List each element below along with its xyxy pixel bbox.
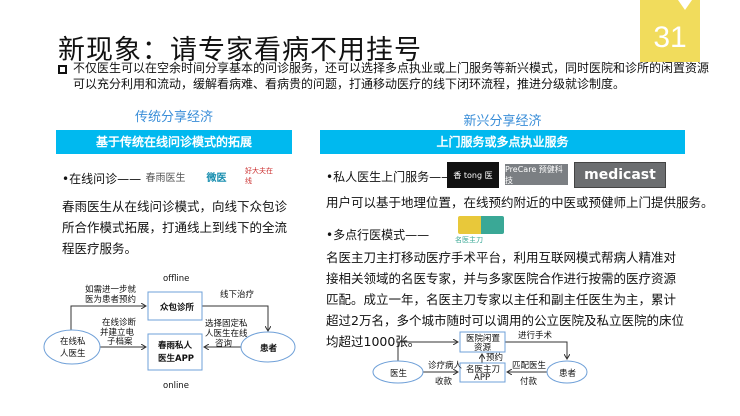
arrow-to-clinic: [70, 306, 146, 331]
edge-label: 线下治疗: [220, 289, 255, 300]
edge-label: 诊疗病人: [428, 360, 463, 371]
haodf-logo: 好大夫在线: [245, 167, 273, 185]
arrow-to-resources: [397, 342, 458, 361]
app-label-2: APP: [474, 373, 490, 383]
medicast-logo: medicast: [574, 162, 666, 188]
app-label-2: 医生APP: [158, 353, 194, 364]
chunyu-logo: 春雨医生: [145, 172, 186, 184]
app-label-1: 春雨私人: [157, 340, 193, 351]
edge-label: 选择固定私: [205, 318, 248, 329]
doctor-label-2: 人医生: [60, 348, 86, 359]
patient-ellipse: [240, 331, 296, 363]
edge-label: 进行手术: [518, 330, 553, 341]
resources-box: [459, 331, 506, 353]
patient-ellipse: [546, 360, 588, 384]
edge-label: 在线诊断: [102, 317, 137, 328]
app-label-1: 名医主刀: [466, 364, 500, 375]
patient-label: 患者: [260, 343, 278, 354]
left-heading: 传统分享经济: [134, 110, 213, 125]
home-visit-text: 用户可以基于地理位置，在线预约附近的中医或预健师上门提供服务。: [326, 195, 714, 210]
clinic-label: 众包诊所: [160, 302, 195, 313]
edge-label: 子档案: [107, 336, 133, 347]
edge-label: 收款: [435, 376, 453, 387]
edge-label: 医为患者预约: [85, 294, 136, 305]
right-banner: 上门服务或多点执业服务: [320, 130, 685, 154]
doctor-ellipse: [372, 360, 424, 384]
intro-text: 不仅医生可以在空余时间分享基本的问诊服务，还可以选择多点执业或上门服务等新兴模式…: [73, 61, 710, 91]
edge-label: 付款: [520, 376, 538, 387]
arrow-to-patient: [202, 305, 268, 331]
doctor-ellipse: [43, 329, 101, 365]
doctor-label-1: 在线私: [60, 336, 86, 347]
precare-logo: PreCare 预健科技: [505, 164, 568, 185]
offline-label: offline: [163, 274, 189, 284]
online-label: online: [163, 381, 189, 391]
mingyi-logo-mark: [458, 216, 504, 234]
slide-title: 新现象：请专家看病不用挂号: [58, 35, 422, 66]
clinic-box: [147, 291, 203, 321]
slide-number-badge: 31: [640, 0, 700, 62]
edge-label: 如需进一步就: [85, 284, 137, 295]
right-flow-diagram: [372, 331, 588, 384]
resources-label-2: 资源: [474, 342, 492, 353]
app-box: [147, 333, 203, 371]
edge-label: 匹配医生: [512, 360, 547, 371]
square-bullet-icon: [58, 65, 67, 74]
right-heading: 新兴分享经济: [463, 114, 542, 129]
edge-label: 并建立电: [100, 327, 135, 338]
arrow-to-patient: [505, 341, 567, 359]
online-consult-label: •在线问诊——: [62, 172, 142, 186]
left-flow-diagram: [43, 291, 296, 371]
resources-label-1: 医院闲置: [466, 333, 501, 344]
multi-practice-label: •多点行医模式——: [326, 228, 430, 242]
right-paragraph: 名医主刀主打移动医疗手术平台，利用互联网模式帮病人精准对接相关领域的名医专家，并…: [326, 250, 684, 349]
home-visit-label: •私人医生上门服务——: [326, 170, 454, 184]
doctor-label: 医生: [390, 368, 408, 379]
edge-label: 咨询: [215, 338, 232, 349]
left-banner: 基于传统在线问诊模式的拓展: [56, 130, 292, 154]
edge-label: 预约: [486, 352, 503, 363]
edge-label: 人医生在线: [205, 328, 248, 339]
weiyi-logo: 微医: [206, 172, 227, 184]
patient-label: 患者: [559, 368, 577, 379]
mingyi-logo-text: 名医主刀: [455, 236, 483, 244]
tong-logo: 香 tong 医: [447, 162, 499, 188]
left-paragraph: 春雨医生从在线问诊模式，向线下众包诊所合作模式拓展，打通线上到线下的全流程医疗服…: [62, 199, 288, 256]
app-box: [459, 362, 506, 383]
badge-notch: [678, 0, 692, 10]
